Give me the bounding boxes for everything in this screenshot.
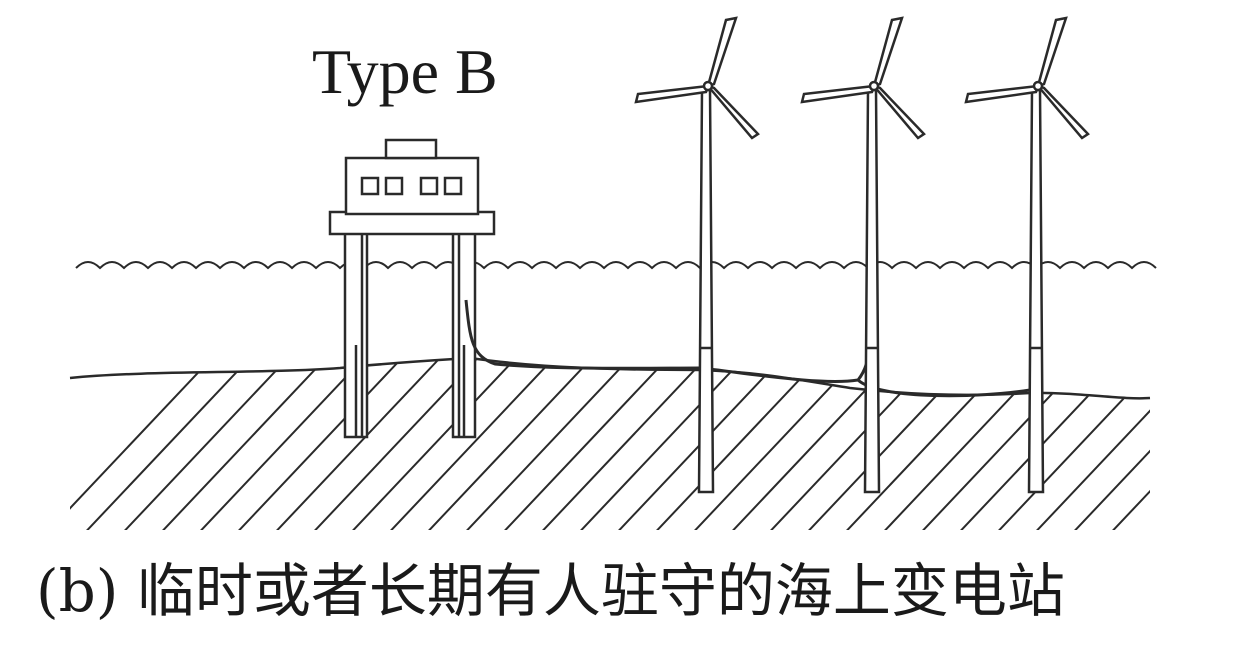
turbine-hub (1032, 80, 1044, 92)
turbine-tower (1027, 88, 1045, 494)
figure-caption: (b) 临时或者长期有人驻守的海上变电站 (36, 557, 1065, 625)
turbine-blade (704, 83, 760, 140)
hatch-line (1218, 360, 1238, 540)
turbine-blade (964, 84, 1040, 104)
hatch-line (153, 359, 325, 530)
hatch-line (1027, 359, 1150, 530)
turbine-blade (1036, 16, 1068, 88)
turbine-blade (870, 83, 926, 140)
seabed-hatch (70, 359, 1238, 540)
turbine-blade (872, 16, 904, 88)
turbine-blade (634, 84, 710, 104)
turbine-blade (1034, 83, 1090, 140)
hatch-line (609, 359, 781, 530)
wind-turbine-icon (800, 16, 926, 494)
hatch-line (343, 359, 515, 530)
hatch-line (115, 359, 287, 530)
wind-turbines (634, 16, 1090, 494)
turbine-blade (800, 84, 876, 104)
hatch-line (799, 359, 971, 530)
hatch-line (875, 359, 1047, 530)
hatch-line (1065, 359, 1150, 530)
type-label: Type B (312, 36, 498, 107)
hatch-line (571, 359, 743, 530)
hatch-line (1103, 359, 1150, 530)
turbine-blade (706, 16, 738, 88)
hatch-line (533, 359, 705, 530)
turbine-hub (868, 80, 880, 92)
hatch-line (1180, 360, 1238, 540)
hatch-line (70, 359, 211, 530)
hatch-line (685, 359, 857, 530)
hatch-line (305, 359, 477, 530)
hatch-line (229, 359, 401, 530)
turbine-tower (697, 88, 715, 494)
hatch-line (457, 359, 629, 530)
hatch-line (647, 359, 819, 530)
wind-turbine-icon (964, 16, 1090, 494)
hatch-line (267, 359, 439, 530)
export-cables (464, 299, 1038, 398)
turbine-hub (702, 80, 714, 92)
hatch-line (989, 359, 1150, 530)
hatch-line (381, 359, 553, 530)
hatch-line (495, 359, 667, 530)
turbine-tower (863, 88, 881, 494)
hatch-line (419, 359, 591, 530)
hatch-line (837, 359, 1009, 530)
hatch-line (77, 359, 249, 530)
hatch-line (191, 359, 363, 530)
hatch-line (913, 359, 1085, 530)
wind-turbine-icon (634, 16, 760, 494)
hatch-line (1141, 359, 1150, 530)
substation-platform-icon (328, 138, 496, 439)
sea-surface-waves (75, 261, 1157, 270)
